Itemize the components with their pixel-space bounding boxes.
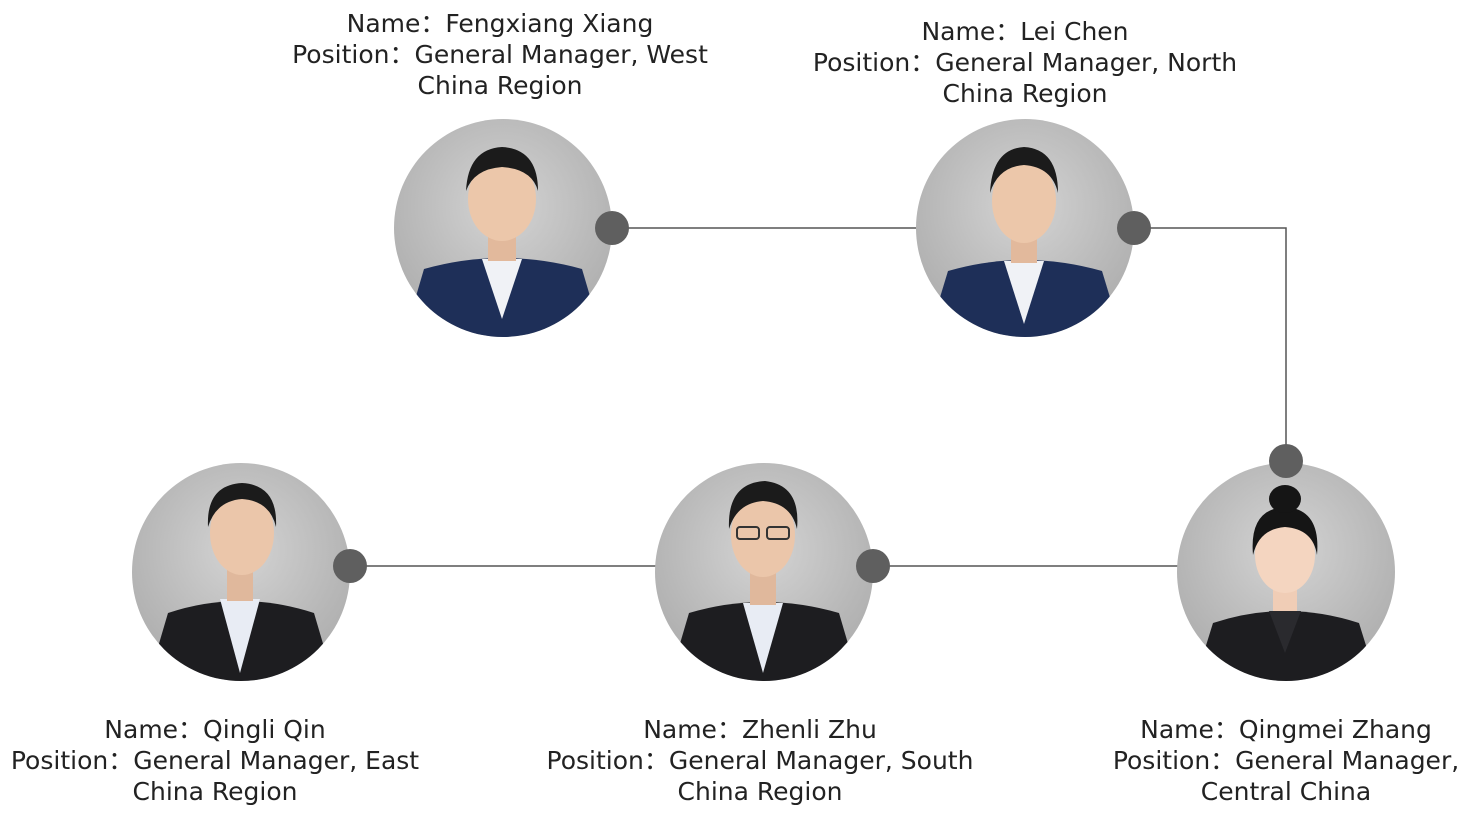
member-name: Name：Qingmei Zhang <box>1140 715 1432 744</box>
member-caption-xiang: Name：Fengxiang Xiang Position：General Ma… <box>290 8 710 101</box>
member-position-cont: Central China <box>1200 777 1372 806</box>
member-caption-qin: Name：Qingli Qin Position：General Manager… <box>10 714 420 807</box>
member-position: Position：General Manager, South <box>546 746 974 775</box>
connector-dot-xiang <box>595 211 629 245</box>
portrait-photo <box>148 483 334 681</box>
member-caption-zhang: Name：Qingmei Zhang Position：General Mana… <box>1106 714 1460 807</box>
member-position-cont: China Region <box>677 777 843 806</box>
portrait-photo-zhang <box>1177 463 1395 681</box>
connector-dot-qin <box>333 549 367 583</box>
member-position-cont: China Region <box>417 71 583 100</box>
member-position: Position：General Manager, West <box>292 40 708 69</box>
portrait-photo-xiang <box>394 119 612 337</box>
member-name: Name：Lei Chen <box>921 17 1129 46</box>
member-caption-zhu: Name：Zhenli Zhu Position：General Manager… <box>545 714 975 807</box>
portrait-photo <box>404 147 602 337</box>
member-position: Position：General Manager, East <box>10 746 420 775</box>
member-position-cont: China Region <box>942 79 1108 108</box>
portrait-photo-qin <box>132 463 350 681</box>
member-position: Position：General Manager, North <box>812 48 1238 77</box>
connector-chen-zhang <box>1134 227 1287 460</box>
connector-dot-chen <box>1117 211 1151 245</box>
portrait-photo <box>669 481 859 681</box>
portrait-photo-chen <box>916 119 1134 337</box>
portrait-photo-zhu <box>655 463 873 681</box>
member-position-cont: China Region <box>132 777 298 806</box>
member-name: Name：Qingli Qin <box>104 715 326 744</box>
portrait-photo <box>928 147 1122 337</box>
connector-dot-zhang <box>1269 444 1303 478</box>
member-position: Position：General Manager, <box>1112 746 1460 775</box>
member-name: Name：Zhenli Zhu <box>643 715 877 744</box>
member-name: Name：Fengxiang Xiang <box>346 9 654 38</box>
member-caption-chen: Name：Lei Chen Position：General Manager, … <box>805 16 1245 109</box>
portrait-photo <box>1195 485 1377 681</box>
connector-dot-zhu <box>856 549 890 583</box>
